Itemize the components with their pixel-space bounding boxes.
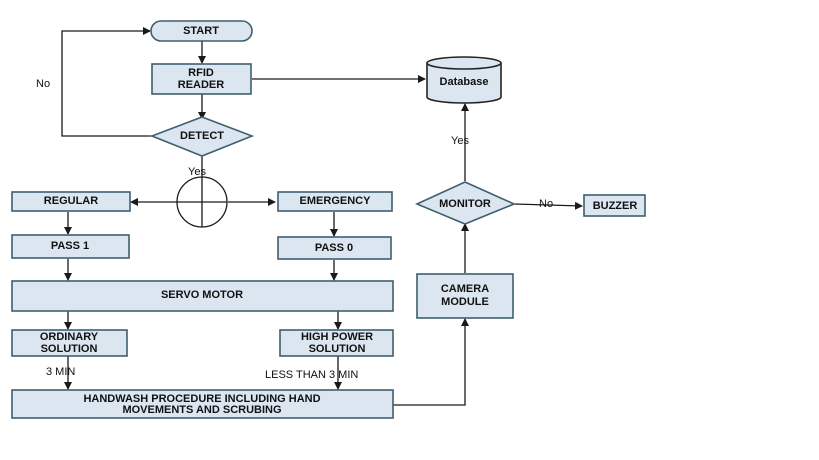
handwash-label-line2: MOVEMENTS AND SCRUBING <box>122 404 281 416</box>
regular-label: REGULAR <box>44 195 98 207</box>
camera-module-label-line2: MODULE <box>441 296 489 308</box>
start-label: START <box>183 25 219 37</box>
handwash-label-line1: HANDWASH PROCEDURE INCLUDING HAND <box>83 393 320 405</box>
monitor-node <box>415 181 517 225</box>
regular-node <box>11 191 131 212</box>
edge-handwash-camera <box>393 318 469 406</box>
pass1-label: PASS 1 <box>51 240 89 252</box>
edge-detect-no-loop <box>61 27 152 137</box>
pass0-label: PASS 0 <box>315 242 353 254</box>
high-power-time-label: LESS THAN 3 MIN <box>265 369 358 381</box>
pass1-node <box>11 234 130 259</box>
handwash-node <box>11 389 394 419</box>
ordinary-solution-node <box>11 329 128 357</box>
edge-monitor-buzzer <box>513 201 583 210</box>
ordinary-time-label: 3 MIN <box>46 366 75 378</box>
detect-node <box>149 116 255 157</box>
junction-node <box>176 176 228 228</box>
detect-label: DETECT <box>180 130 224 142</box>
ordinary-solution-label-line1: ORDINARY <box>40 331 99 343</box>
high-power-solution-label-line1: HIGH POWER <box>301 331 373 343</box>
monitor-label: MONITOR <box>439 198 491 210</box>
camera-module-node <box>416 273 514 319</box>
high-power-solution-node <box>279 329 394 357</box>
database-node <box>426 56 502 104</box>
rfid-reader-label-line2: READER <box>178 79 225 91</box>
ordinary-solution-label-line2: SOLUTION <box>41 343 98 355</box>
pass0-node <box>277 236 392 260</box>
high-power-solution-label-line2: SOLUTION <box>309 343 366 355</box>
monitor-yes-label: Yes <box>451 135 469 147</box>
rfid-reader-node <box>151 63 252 95</box>
camera-module-label-line1: CAMERA <box>441 283 489 295</box>
monitor-no-label: No <box>539 198 553 210</box>
emergency-node <box>277 191 393 212</box>
database-label: Database <box>440 76 489 88</box>
detect-yes-label: Yes <box>188 166 206 178</box>
servo-motor-node <box>11 280 394 312</box>
start-node <box>150 20 253 42</box>
buzzer-node <box>583 194 646 217</box>
rfid-reader-label-line1: RFID <box>188 67 214 79</box>
emergency-label: EMERGENCY <box>300 195 372 207</box>
detect-no-label: No <box>36 78 50 90</box>
buzzer-label: BUZZER <box>593 200 638 212</box>
servo-motor-label: SERVO MOTOR <box>161 289 243 301</box>
